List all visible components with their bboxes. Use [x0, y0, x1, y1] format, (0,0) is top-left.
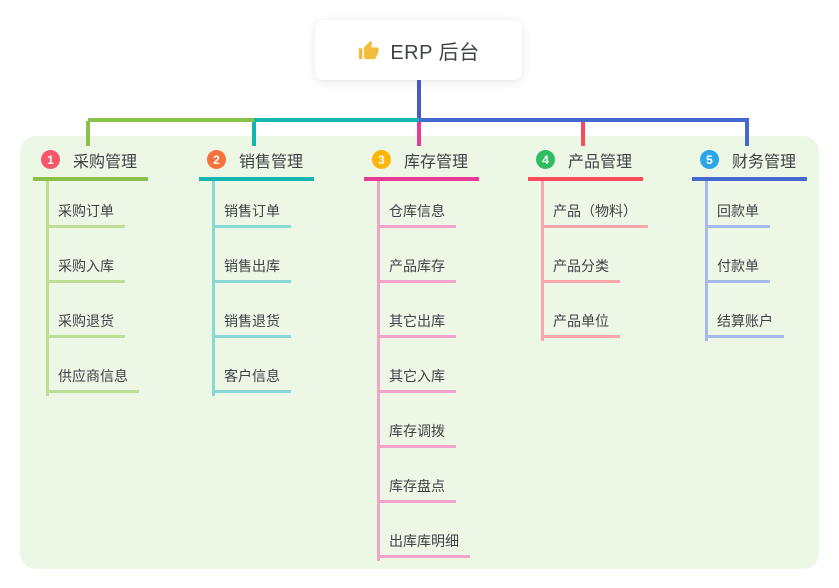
child-label: 出库库明细	[389, 533, 459, 549]
connector-drop-5	[745, 121, 749, 146]
child-label: 采购入库	[58, 258, 114, 274]
thumbs-up-icon	[359, 40, 379, 59]
child-label: 产品分类	[553, 258, 609, 274]
child-label: 库存盘点	[389, 478, 445, 494]
child-node[interactable]: 其它入库	[377, 367, 456, 393]
branch-child-line	[541, 181, 544, 341]
connector-rail-left-teal	[254, 118, 419, 122]
branch-label: 销售管理	[239, 153, 304, 171]
branch-child-line	[377, 181, 380, 561]
root-title: ERP 后台	[390, 41, 480, 64]
connector-drop-3	[417, 121, 421, 146]
child-label: 回款单	[717, 203, 759, 219]
child-node[interactable]: 出库库明细	[377, 532, 470, 558]
branch-heading-1[interactable]: 1 采购管理	[41, 148, 137, 171]
branch-label: 采购管理	[73, 153, 138, 171]
branch-number-badge: 3	[372, 150, 391, 169]
branch-heading-4[interactable]: 4 产品管理	[536, 148, 632, 171]
child-label: 其它入库	[389, 368, 445, 384]
branch-child-line	[705, 181, 708, 341]
child-node[interactable]: 产品分类	[541, 257, 620, 283]
branch-heading-3[interactable]: 3 库存管理	[372, 148, 468, 171]
branch-number-badge: 1	[41, 150, 60, 169]
branch-number-badge: 4	[536, 150, 555, 169]
child-node[interactable]: 销售出库	[212, 257, 291, 283]
child-node[interactable]: 产品库存	[377, 257, 456, 283]
branch-heading-2[interactable]: 2 销售管理	[207, 148, 303, 171]
branch-label: 财务管理	[732, 153, 797, 171]
child-label: 产品库存	[389, 258, 445, 274]
branch-heading-5[interactable]: 5 财务管理	[700, 148, 796, 171]
connector-drop-1	[86, 121, 90, 146]
branch-number-badge: 5	[700, 150, 719, 169]
child-node[interactable]: 销售退货	[212, 312, 291, 338]
child-label: 产品（物料）	[553, 203, 637, 219]
child-label: 供应商信息	[58, 368, 128, 384]
branch-label: 库存管理	[404, 153, 469, 171]
branch-label: 产品管理	[568, 153, 633, 171]
child-label: 仓库信息	[389, 203, 445, 219]
root-node[interactable]: ERP 后台	[315, 20, 522, 80]
branch-underline	[528, 177, 643, 181]
child-label: 产品单位	[553, 313, 609, 329]
connector-rail-left-green	[88, 118, 254, 122]
child-node[interactable]: 采购订单	[46, 202, 125, 228]
branch-number-badge: 2	[207, 150, 226, 169]
child-node[interactable]: 销售订单	[212, 202, 291, 228]
child-node[interactable]: 采购退货	[46, 312, 125, 338]
child-label: 销售退货	[224, 313, 280, 329]
child-label: 采购订单	[58, 203, 114, 219]
child-label: 客户信息	[224, 368, 280, 384]
branch-number: 3	[378, 152, 385, 167]
child-node[interactable]: 采购入库	[46, 257, 125, 283]
child-node[interactable]: 库存调拨	[377, 422, 456, 448]
branch-number: 2	[213, 152, 220, 167]
child-node[interactable]: 结算账户	[705, 312, 784, 338]
branch-child-line	[46, 181, 49, 396]
branch-underline	[199, 177, 314, 181]
branch-child-line	[212, 181, 215, 396]
child-node[interactable]: 仓库信息	[377, 202, 456, 228]
child-label: 采购退货	[58, 313, 114, 329]
child-node[interactable]: 产品（物料）	[541, 202, 648, 228]
child-label: 结算账户	[717, 313, 773, 329]
child-label: 付款单	[717, 258, 759, 274]
branch-underline	[364, 177, 479, 181]
branch-underline	[33, 177, 148, 181]
child-node[interactable]: 其它出库	[377, 312, 456, 338]
mindmap-panel	[20, 136, 819, 569]
child-label: 销售订单	[224, 203, 280, 219]
child-label: 库存调拨	[389, 423, 445, 439]
child-node[interactable]: 产品单位	[541, 312, 620, 338]
branch-number: 4	[542, 152, 549, 167]
child-label: 销售出库	[224, 258, 280, 274]
child-node[interactable]: 客户信息	[212, 367, 291, 393]
branch-number: 1	[47, 152, 54, 167]
branch-number: 5	[706, 152, 713, 167]
connector-root-stem	[417, 80, 421, 122]
child-node[interactable]: 库存盘点	[377, 477, 456, 503]
child-node[interactable]: 付款单	[705, 257, 770, 283]
branch-underline	[692, 177, 807, 181]
connector-drop-2	[252, 121, 256, 146]
child-label: 其它出库	[389, 313, 445, 329]
child-node[interactable]: 回款单	[705, 202, 770, 228]
child-node[interactable]: 供应商信息	[46, 367, 139, 393]
connector-drop-4	[581, 121, 585, 146]
connector-rail-right-blue	[419, 118, 749, 122]
